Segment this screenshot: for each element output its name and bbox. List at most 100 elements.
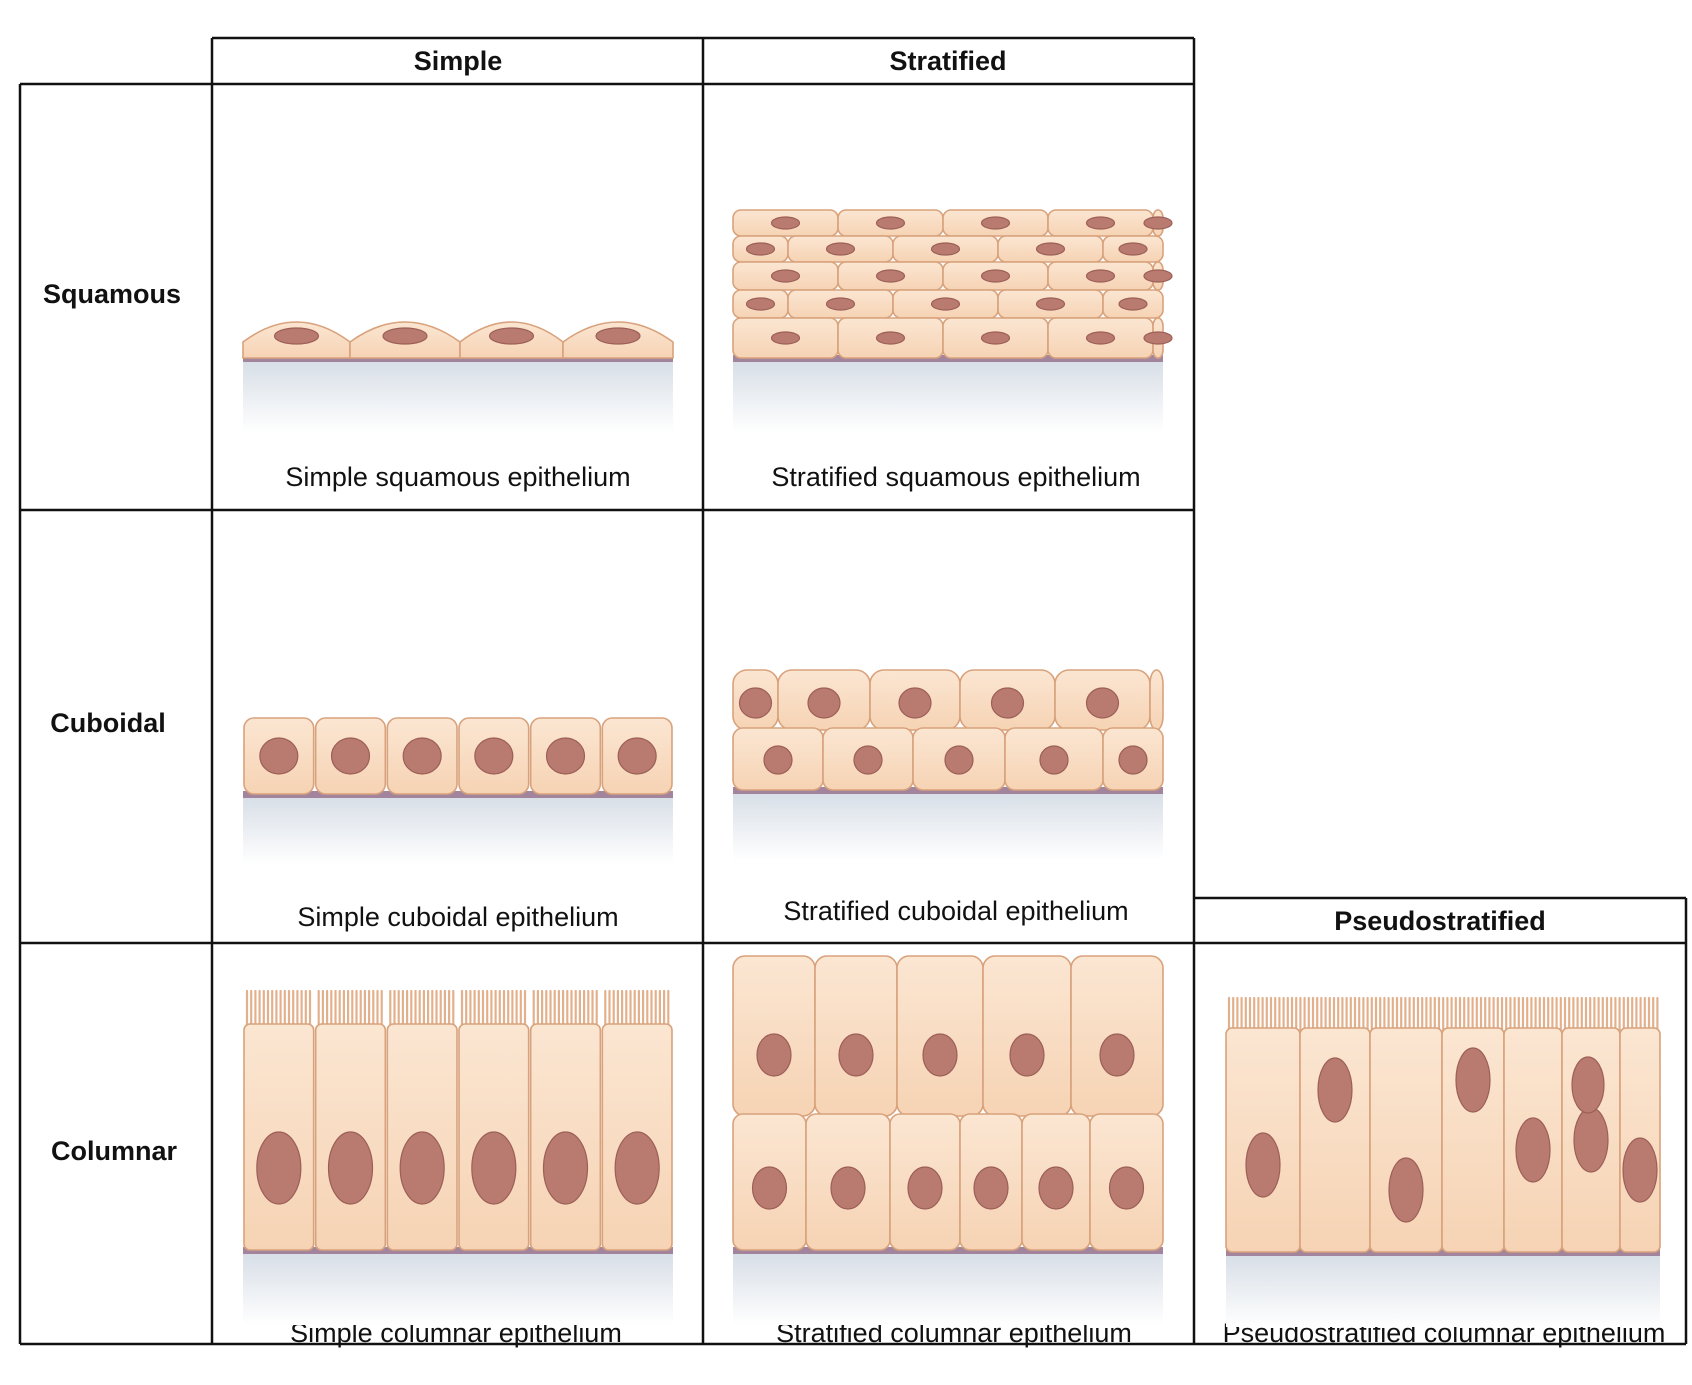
nucleus [399, 1131, 445, 1205]
nucleus [471, 1131, 517, 1205]
nucleus [1085, 331, 1116, 345]
basement-membrane [733, 355, 1163, 362]
nucleus [1085, 687, 1120, 719]
nucleus [1118, 745, 1148, 775]
connective-tissue [733, 358, 1163, 433]
nucleus [330, 737, 371, 775]
nucleus [751, 1166, 788, 1210]
nucleus [875, 216, 906, 230]
microvilli [460, 989, 527, 1028]
nucleus [1143, 216, 1173, 230]
connective-tissue [733, 1250, 1163, 1325]
nucleus [617, 737, 657, 775]
nucleus [1035, 242, 1066, 256]
microvilli [1227, 996, 1659, 1032]
nucleus [382, 327, 428, 345]
illustration-stratified-squamous [732, 209, 1173, 433]
row-header-cuboidal: Cuboidal [50, 708, 166, 738]
microvilli [389, 989, 455, 1028]
nucleus [614, 1131, 660, 1205]
nucleus [745, 297, 776, 311]
nucleus [1573, 1107, 1609, 1173]
nucleus [1143, 269, 1173, 283]
nucleus [944, 745, 974, 775]
microvilli [604, 989, 670, 1028]
table-grid [18, 36, 1688, 1346]
nucleus [256, 1131, 302, 1205]
caption-simple-squamous: Simple squamous epithelium [285, 462, 630, 492]
nucleus [763, 745, 793, 775]
nucleus [838, 1033, 874, 1077]
caption-stratified-cuboidal: Stratified cuboidal epithelium [783, 896, 1128, 926]
basement-membrane [243, 791, 673, 798]
nucleus [488, 327, 535, 345]
nucleus [1009, 1033, 1045, 1077]
microvilli [317, 989, 383, 1028]
nucleus [595, 327, 641, 345]
nucleus [1085, 216, 1116, 230]
nucleus [1455, 1047, 1491, 1113]
nucleus [930, 297, 961, 311]
nucleus [825, 297, 856, 311]
nucleus [1622, 1137, 1658, 1203]
nucleus [745, 242, 776, 256]
illustration-simple-cuboidal [243, 717, 673, 864]
caption-simple-cuboidal: Simple cuboidal epithelium [297, 902, 618, 932]
illustration-stratified-cuboidal [732, 669, 1164, 860]
microvilli [245, 989, 312, 1028]
illustration-simple-columnar [243, 989, 673, 1325]
nucleus [259, 737, 299, 775]
caption-stratified-squamous: Stratified squamous epithelium [771, 462, 1140, 492]
nucleus [1245, 1132, 1281, 1198]
basement-membrane [1226, 1249, 1660, 1256]
nucleus [402, 737, 442, 775]
nucleus [898, 687, 932, 719]
nucleus [825, 242, 856, 256]
nucleus [980, 331, 1011, 345]
connective-tissue [243, 358, 673, 433]
illustration-stratified-columnar [732, 955, 1164, 1325]
illustration-pseudostratified-columnar [1225, 996, 1661, 1327]
nucleus [875, 269, 906, 283]
nucleus [922, 1033, 958, 1077]
nucleus [853, 745, 883, 775]
nucleus [770, 331, 801, 345]
nucleus [474, 737, 514, 775]
nucleus [738, 687, 773, 719]
microvilli [532, 989, 598, 1028]
nucleus [273, 327, 320, 345]
column-header-simple: Simple [414, 46, 503, 76]
nucleus [545, 737, 586, 775]
nucleus [1038, 1166, 1074, 1210]
nucleus [980, 216, 1011, 230]
connective-tissue [733, 790, 1163, 860]
nucleus [1118, 297, 1148, 311]
nucleus [1085, 269, 1116, 283]
connective-tissue [243, 1250, 673, 1325]
nucleus [542, 1131, 589, 1205]
nucleus [930, 242, 961, 256]
nucleus [980, 269, 1011, 283]
row-header-squamous: Squamous [43, 279, 181, 309]
nucleus [1317, 1057, 1353, 1123]
nucleus [990, 687, 1025, 719]
nucleus [1571, 1056, 1605, 1114]
basement-membrane [243, 1247, 673, 1254]
nucleus [807, 687, 841, 719]
row-header-columnar: Columnar [51, 1136, 178, 1166]
nucleus [1388, 1157, 1424, 1223]
connective-tissue [1226, 1252, 1660, 1327]
nucleus [1035, 297, 1066, 311]
nucleus [973, 1166, 1009, 1210]
nucleus [756, 1033, 792, 1077]
nucleus [1118, 242, 1148, 256]
nucleus [1143, 331, 1173, 345]
cell [1149, 669, 1164, 731]
illustration-simple-squamous [242, 321, 674, 433]
nucleus [770, 269, 801, 283]
connective-tissue [243, 794, 673, 864]
column-header-stratified: Stratified [889, 46, 1006, 76]
nucleus [907, 1166, 943, 1210]
